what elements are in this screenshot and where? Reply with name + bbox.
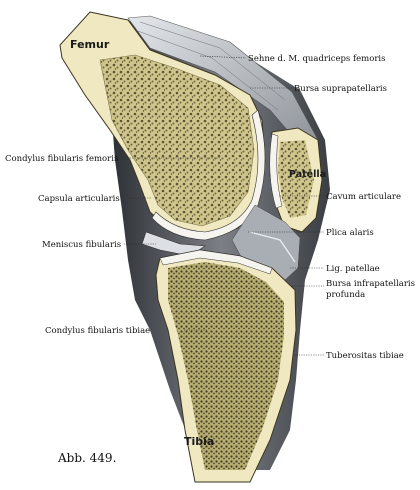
label-condylus-fibularis-tibiae: Condylus fibularis tibiae (45, 326, 150, 336)
label-patella: Patella (289, 169, 326, 180)
label-lig-patellae: Lig. patellae (326, 264, 380, 274)
label-cavum-articulare: Cavum articulare (326, 192, 401, 202)
label-bursa-suprapatellaris: Bursa suprapatellaris (294, 84, 387, 94)
label-bursa-infrapatellaris: Bursa infrapatellaris (326, 279, 415, 289)
label-tibia: Tibia (184, 435, 214, 448)
femur-spongy-bone (99, 54, 255, 227)
label-bursa-profunda: profunda (326, 290, 365, 300)
label-sehne-quadriceps: Sehne d. M. quadriceps femoris (248, 54, 386, 64)
label-capsula-articularis: Capsula articularis (38, 194, 120, 204)
label-femur: Femur (70, 38, 110, 51)
tibia-spongy-bone (168, 262, 284, 470)
label-condylus-fibularis-femoris: Condylus fibularis femoris (5, 154, 118, 164)
label-plica-alaris: Plica alaris (326, 228, 374, 238)
label-tuberositas-tibiae: Tuberositas tibiae (326, 351, 404, 361)
femur-cartilage (151, 109, 266, 241)
label-meniscus-fibularis: Meniscus fibularis (42, 240, 121, 250)
figure-number: Abb. 449. (57, 451, 116, 465)
